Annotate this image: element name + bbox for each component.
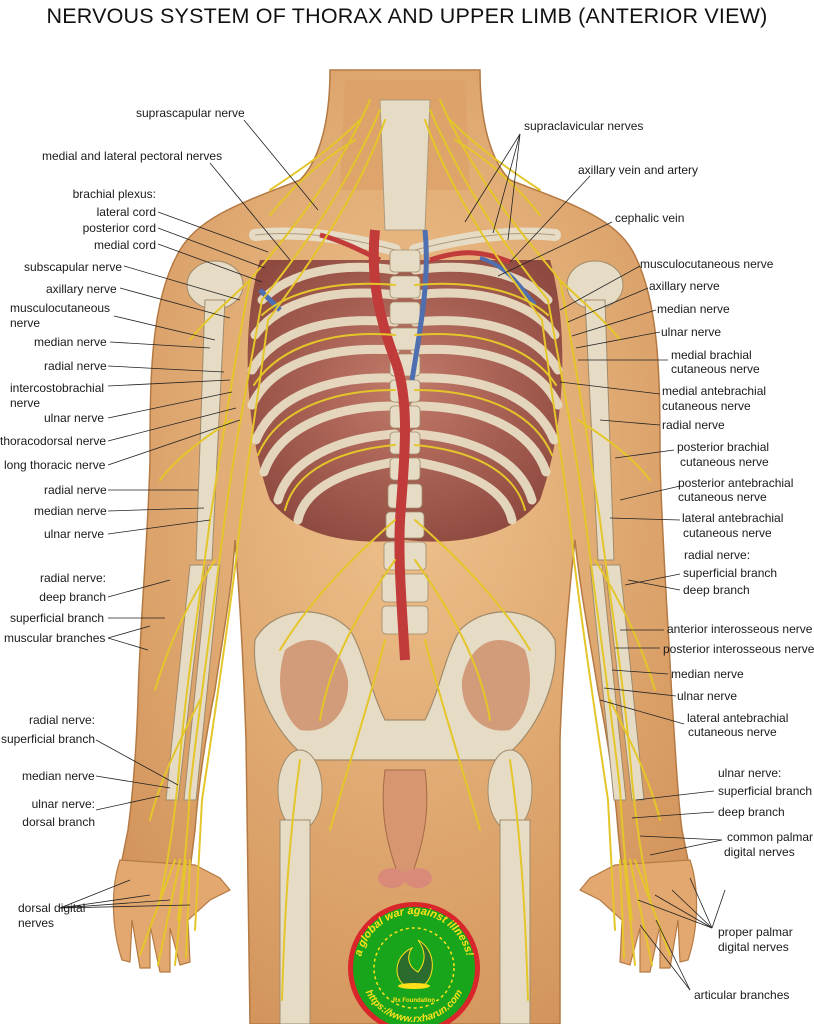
label-supraclavicular-nerves: supraclavicular nerves (524, 119, 644, 133)
label-ulnar-deep-branch: deep branch (718, 805, 785, 819)
label-medial-cord: medial cord (93, 238, 156, 252)
label-lateral-antebrachial-cutaneous-2: cutaneous nerve (683, 526, 772, 540)
label-ulnar-dorsal-title: ulnar nerve: (31, 797, 95, 811)
label-ulnar-dorsal-branch: dorsal branch (22, 815, 95, 829)
label-dorsal-digital-nerves-2: nerves (18, 916, 55, 930)
label-intercostobrachial-2: nerve (10, 396, 41, 410)
label-common-palmar-digital-2: digital nerves (724, 845, 795, 859)
label-common-palmar-digital: common palmar (727, 830, 814, 844)
label-ulnar-superficial-branch: superficial branch (718, 784, 813, 798)
label-subscapular-nerve: subscapular nerve (24, 260, 123, 274)
label-medial-antebrachial-cutaneous: medial antebrachial (662, 384, 767, 398)
label-deep-branch-right: deep branch (683, 583, 750, 597)
label-musculocutaneous-left: musculocutaneous (10, 301, 111, 315)
label-radial-superficial-branch: superficial branch (0, 732, 95, 746)
label-lateral-antebrachial-bottom: lateral antebrachial (687, 711, 789, 725)
label-median-nerve-left-2: median nerve (34, 504, 107, 518)
label-median-nerve-left-3: median nerve (22, 769, 95, 783)
label-radial-superficial-title: radial nerve: (28, 713, 95, 727)
label-cephalic-vein: cephalic vein (615, 211, 685, 225)
label-posterior-antebrachial-cutaneous-2: cutaneous nerve (678, 490, 767, 504)
label-articular-branches: articular branches (694, 988, 790, 1002)
label-lateral-antebrachial-cutaneous: lateral antebrachial (682, 511, 784, 525)
label-posterior-interosseous-nerve: posterior interosseous nerve (663, 642, 814, 656)
label-radial-deep-branch: deep branch (39, 590, 106, 604)
label-ulnar-nerve-right-2: ulnar nerve (677, 689, 738, 703)
label-suprascapular-nerve: suprascapular nerve (136, 106, 245, 120)
label-radial-deep-branch-title: radial nerve: (39, 571, 106, 585)
label-radial-nerve-left-2: radial nerve (44, 483, 107, 497)
label-ulnar-nerve-right-1: ulnar nerve (661, 325, 722, 339)
label-musculocutaneous-right: musculocutaneous nerve (640, 257, 774, 271)
label-medial-brachial-cutaneous-2: cutaneous nerve (671, 362, 760, 376)
label-lateral-cord: lateral cord (96, 205, 156, 219)
label-ulnar-nerve-left-2: ulnar nerve (44, 527, 105, 541)
label-anterior-interosseous-nerve: anterior interosseous nerve (667, 622, 813, 636)
label-medial-brachial-cutaneous: medial brachial (671, 348, 752, 362)
label-radial-superficial-branch-right: superficial branch (683, 566, 778, 580)
label-ulnar-nerve-title-right: ulnar nerve: (718, 766, 782, 780)
label-medial-lateral-pectoral-nerves: medial and lateral pectoral nerves (42, 149, 223, 163)
label-medial-antebrachial-cutaneous-2: cutaneous nerve (662, 399, 751, 413)
label-superficial-branch-left: superficial branch (10, 611, 105, 625)
label-radial-nerve-left-1: radial nerve (44, 359, 107, 373)
label-axillary-nerve-left: axillary nerve (46, 282, 117, 296)
label-brachial-plexus: brachial plexus: (72, 187, 156, 201)
label-intercostobrachial: intercostobrachial (10, 381, 105, 395)
label-axillary-vein-artery: axillary vein and artery (578, 163, 699, 177)
label-posterior-antebrachial-cutaneous: posterior antebrachial (678, 476, 794, 490)
label-posterior-cord: posterior cord (82, 221, 156, 235)
label-dorsal-digital-nerves: dorsal digital (18, 901, 86, 915)
page-title: NERVOUS SYSTEM OF THORAX AND UPPER LIMB … (46, 4, 768, 28)
label-posterior-brachial-cutaneous-2: cutaneous nerve (680, 455, 769, 469)
label-long-thoracic-nerve: long thoracic nerve (4, 458, 106, 472)
label-median-nerve-right-2: median nerve (671, 667, 744, 681)
label-posterior-brachial-cutaneous: posterior brachial (677, 440, 770, 454)
label-lateral-antebrachial-bottom-2: cutaneous nerve (688, 725, 777, 739)
watermark-badge (348, 902, 480, 1024)
label-thoracodorsal-nerve: thoracodorsal nerve (0, 434, 107, 448)
label-ulnar-nerve-left-1: ulnar nerve (44, 411, 105, 425)
label-radial-nerve-right-1: radial nerve (662, 418, 725, 432)
label-median-nerve-right-1: median nerve (657, 302, 730, 316)
label-muscular-branches: muscular branches (4, 631, 106, 645)
label-musculocutaneous-left-2: nerve (10, 316, 41, 330)
label-proper-palmar-digital: proper palmar (718, 925, 793, 939)
label-proper-palmar-digital-2: digital nerves (718, 940, 789, 954)
label-axillary-nerve-right: axillary nerve (649, 279, 720, 293)
label-radial-superficial-title-right: radial nerve: (684, 548, 751, 562)
label-median-nerve-left-1: median nerve (34, 335, 107, 349)
